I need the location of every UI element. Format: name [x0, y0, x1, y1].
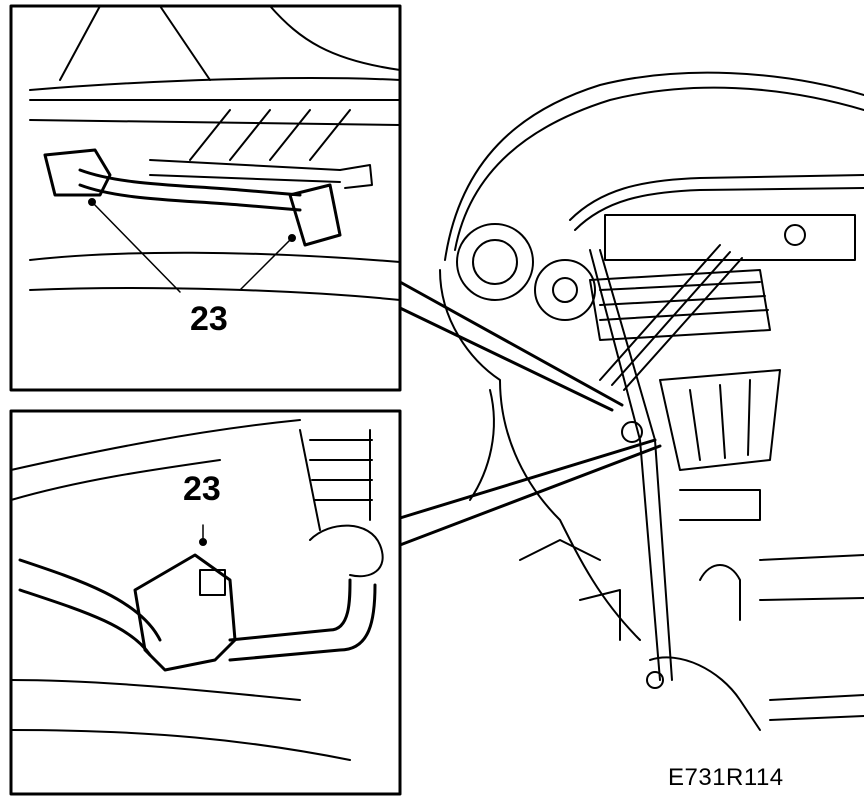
callout-label-bottom: 23 [183, 470, 221, 508]
figure-code: E731R114 [668, 764, 784, 791]
detail-top-drawing [29, 5, 401, 301]
callout-label-top: 23 [190, 300, 228, 338]
callout-leaders [398, 280, 662, 547]
detail-box-top [9, 4, 402, 392]
detail-bottom-drawing [10, 419, 384, 761]
detail-box-bottom [9, 409, 402, 796]
engine-bay-drawing [439, 71, 864, 731]
